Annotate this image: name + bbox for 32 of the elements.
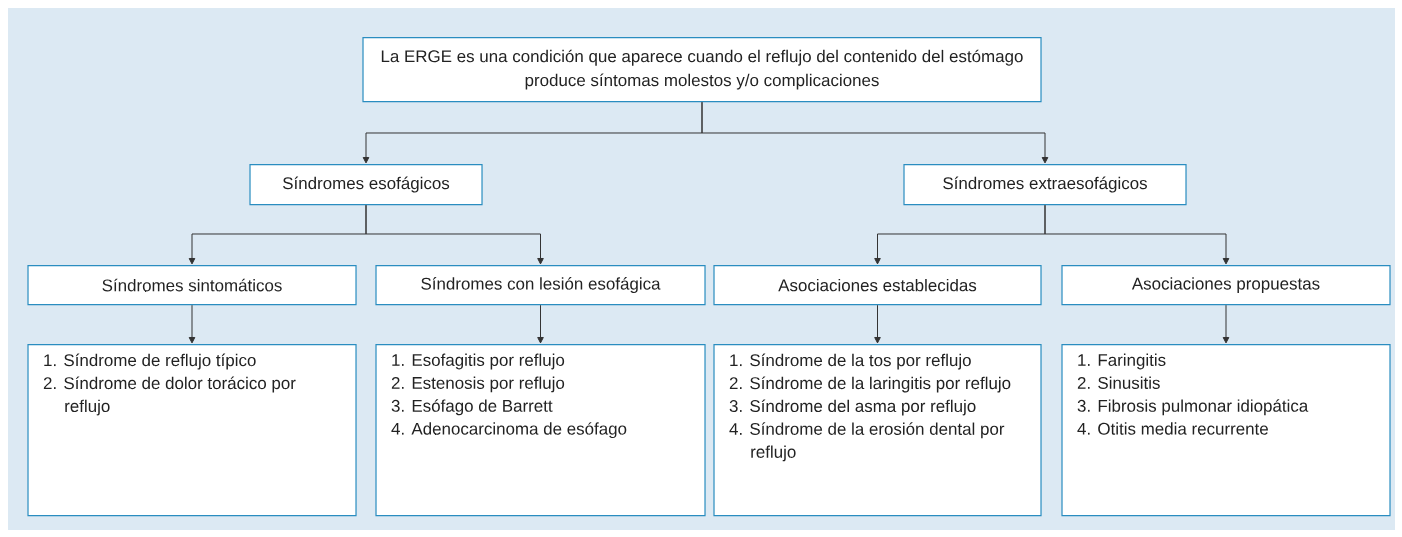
category-box: Asociaciones establecidas — [713, 265, 1042, 306]
list-item: 4. Síndrome de la erosión dental por reflujo — [729, 422, 1005, 462]
list-item: 2. Síndrome de dolor torácico por reflujo — [43, 376, 296, 416]
list-item: 1. Faringitis — [1078, 353, 1166, 370]
list-item: 2. Sinusitis — [1077, 376, 1160, 389]
list-item: 1. Síndrome de la tos por reflujo — [730, 353, 971, 370]
list-box — [27, 344, 357, 517]
arrow — [365, 204, 544, 265]
arrow — [1044, 204, 1230, 265]
arrow — [874, 304, 881, 344]
list-box — [375, 344, 706, 517]
list-item: 1. Esofagitis por reflujo — [392, 353, 565, 370]
category-box: Síndromes extraesofágicos — [903, 164, 1187, 206]
list-item: 3. Esófago de Barrett — [391, 399, 553, 416]
list-item: 4. Otitis media recurrente — [1077, 422, 1268, 435]
list-item: 4. Adenocarcinoma de esófago — [391, 422, 627, 439]
definition-box: La ERGE es una condición que aparece cuando el reflujo del contenido del estómago produce síntomas molestos y/o complicaciones — [362, 37, 1042, 103]
list-item: 3. Fibrosis pulmonar idiopática — [1077, 399, 1309, 416]
arrow — [188, 304, 196, 344]
list-item: 2. Estenosis por reflujo — [391, 376, 565, 393]
category-box: Síndromes sintomáticos — [27, 265, 357, 306]
list-item: 1. Síndrome de reflujo típico — [44, 353, 256, 370]
list-box — [713, 344, 1042, 517]
category-box: Asociaciones propuestas — [1061, 265, 1391, 306]
list-item: 2. Síndrome de la laringitis por reflujo — [729, 376, 1011, 393]
list-box — [1061, 344, 1391, 517]
list-item: 3. Síndrome del asma por reflujo — [729, 399, 976, 416]
arrow — [701, 101, 1049, 164]
category-box: Síndromes esofágicos — [249, 164, 483, 206]
arrow — [537, 304, 544, 344]
category-box: Síndromes con lesión esofágica — [375, 265, 706, 306]
arrow — [1222, 304, 1230, 344]
